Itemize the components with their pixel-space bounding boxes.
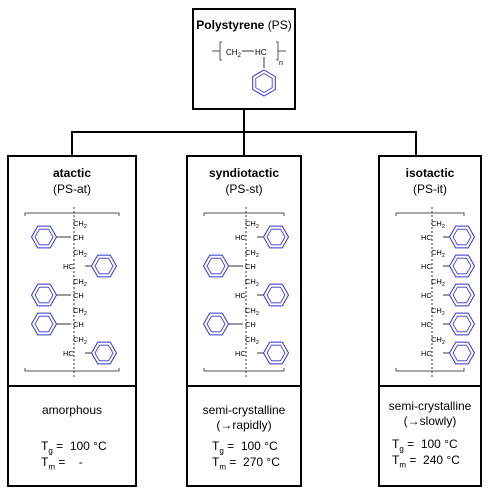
phenyl-ring-icon <box>90 341 118 365</box>
syndiotactic-morphology: semi-crystalline (→rapidly) <box>188 403 300 433</box>
ch-label: HC <box>235 291 246 300</box>
syndiotactic-tm: Tm = 270 °C <box>212 455 280 472</box>
isotactic-title: isotactic <box>405 166 455 180</box>
syndiotactic-properties-box: semi-crystalline (→rapidly) Tg = 100 °C … <box>186 385 302 487</box>
isotactic-tm: Tm = 240 °C <box>392 453 460 470</box>
root-ch2-text: CH2 <box>226 48 242 59</box>
root-phenyl-ring-icon <box>252 69 276 97</box>
phenyl-ring-icon <box>262 225 290 249</box>
root-name: Polystyrene <box>196 18 265 32</box>
ch2-label: CH2 <box>431 219 445 230</box>
phenyl-ring-icon <box>448 341 476 365</box>
ch2-label: CH2 <box>245 248 259 259</box>
ch2-label: CH2 <box>245 277 259 288</box>
isotactic-morphology: semi-crystalline (→slowly) <box>380 399 480 429</box>
phenyl-ring-icon <box>448 312 476 336</box>
ch-label: HC <box>421 320 432 329</box>
chain-bracket-bottom <box>203 368 285 372</box>
ch2-label: CH2 <box>431 306 445 317</box>
isotactic-morphology-line-1: semi-crystalline <box>388 399 472 413</box>
atactic-morphology: amorphous <box>9 403 135 418</box>
ch-label: HC <box>63 262 74 271</box>
ch2-label: CH2 <box>73 306 87 317</box>
ch-label: HC <box>421 291 432 300</box>
syndiotactic-title: syndiotactic <box>208 166 280 180</box>
phenyl-ring-icon <box>448 254 476 278</box>
chain-bracket-top <box>395 212 465 216</box>
phenyl-ring-icon <box>202 312 230 336</box>
syndiotactic-morphology-line-2: (→rapidly) <box>216 418 272 432</box>
ch2-label: CH2 <box>431 277 445 288</box>
phenyl-ring-icon <box>90 254 118 278</box>
ch-label: HC <box>421 349 432 358</box>
atactic-morphology-line-1: amorphous <box>41 403 103 417</box>
chain-bracket-bottom <box>24 368 120 372</box>
isotactic-abbr: (PS-it) <box>413 182 447 196</box>
phenyl-ring-icon <box>262 283 290 307</box>
syndiotactic-tg: Tg = 100 °C <box>212 439 278 456</box>
root-bracket-left <box>219 41 222 61</box>
atactic-abbr: (PS-at) <box>52 182 91 196</box>
phenyl-ring-icon <box>262 341 290 365</box>
ch-label: CH <box>73 233 84 242</box>
chain-bracket-top <box>203 212 285 216</box>
phenyl-ring-icon <box>30 225 58 249</box>
phenyl-ring-icon <box>30 283 58 307</box>
syndiotactic-abbr: (PS-st) <box>225 182 263 196</box>
connector-mid-down <box>243 131 245 156</box>
ch2-label: CH2 <box>73 277 87 288</box>
isotactic-morphology-line-2: (→slowly) <box>403 414 457 428</box>
ch2-label: CH2 <box>245 306 259 317</box>
root-title: Polystyrene (PS) <box>194 18 294 32</box>
atactic-properties-box: amorphous Tg = 100 °C Tm = - <box>7 385 137 487</box>
root-structure: CH2 HC n <box>212 41 286 97</box>
ch-label: HC <box>421 233 432 242</box>
atactic-tg: Tg = 100 °C <box>41 439 107 456</box>
ch-label: HC <box>235 233 246 242</box>
root-repeat-n: n <box>279 60 283 67</box>
ch-label: CH <box>245 262 256 271</box>
ch-label: HC <box>63 349 74 358</box>
ch-label: HC <box>235 349 246 358</box>
ch2-label: CH2 <box>431 335 445 346</box>
ch-label: HC <box>421 262 432 271</box>
ch2-label: CH2 <box>73 219 87 230</box>
chain-bracket-top <box>24 212 120 216</box>
phenyl-ring-icon <box>202 254 230 278</box>
root-abbr: (PS) <box>267 18 292 32</box>
isotactic-properties-box: semi-crystalline (→slowly) Tg = 100 °C T… <box>378 385 482 487</box>
ch2-label: CH2 <box>73 335 87 346</box>
chain-bracket-bottom <box>395 368 465 372</box>
syndiotactic-morphology-line-1: semi-crystalline <box>202 403 286 417</box>
root-bracket-right <box>276 41 279 61</box>
root-box: Polystyrene (PS) CH2 HC n <box>192 8 296 110</box>
ch-label: CH <box>245 320 256 329</box>
ch2-label: CH2 <box>245 335 259 346</box>
phenyl-ring-icon <box>30 312 58 336</box>
phenyl-ring-icon <box>448 283 476 307</box>
root-hc-text: HC <box>255 48 267 57</box>
ch2-label: CH2 <box>431 248 445 259</box>
connector-root-down <box>243 109 245 132</box>
atactic-title: atactic <box>52 166 92 180</box>
phenyl-ring-icon <box>448 225 476 249</box>
ch2-label: CH2 <box>245 219 259 230</box>
ch-label: CH <box>73 320 84 329</box>
atactic-tm: Tm = - <box>41 455 83 472</box>
ch2-label: CH2 <box>73 248 87 259</box>
connector-left-down <box>71 131 73 156</box>
connector-right-down <box>415 131 417 156</box>
isotactic-tg: Tg = 100 °C <box>392 437 458 454</box>
ch-label: CH <box>73 291 84 300</box>
